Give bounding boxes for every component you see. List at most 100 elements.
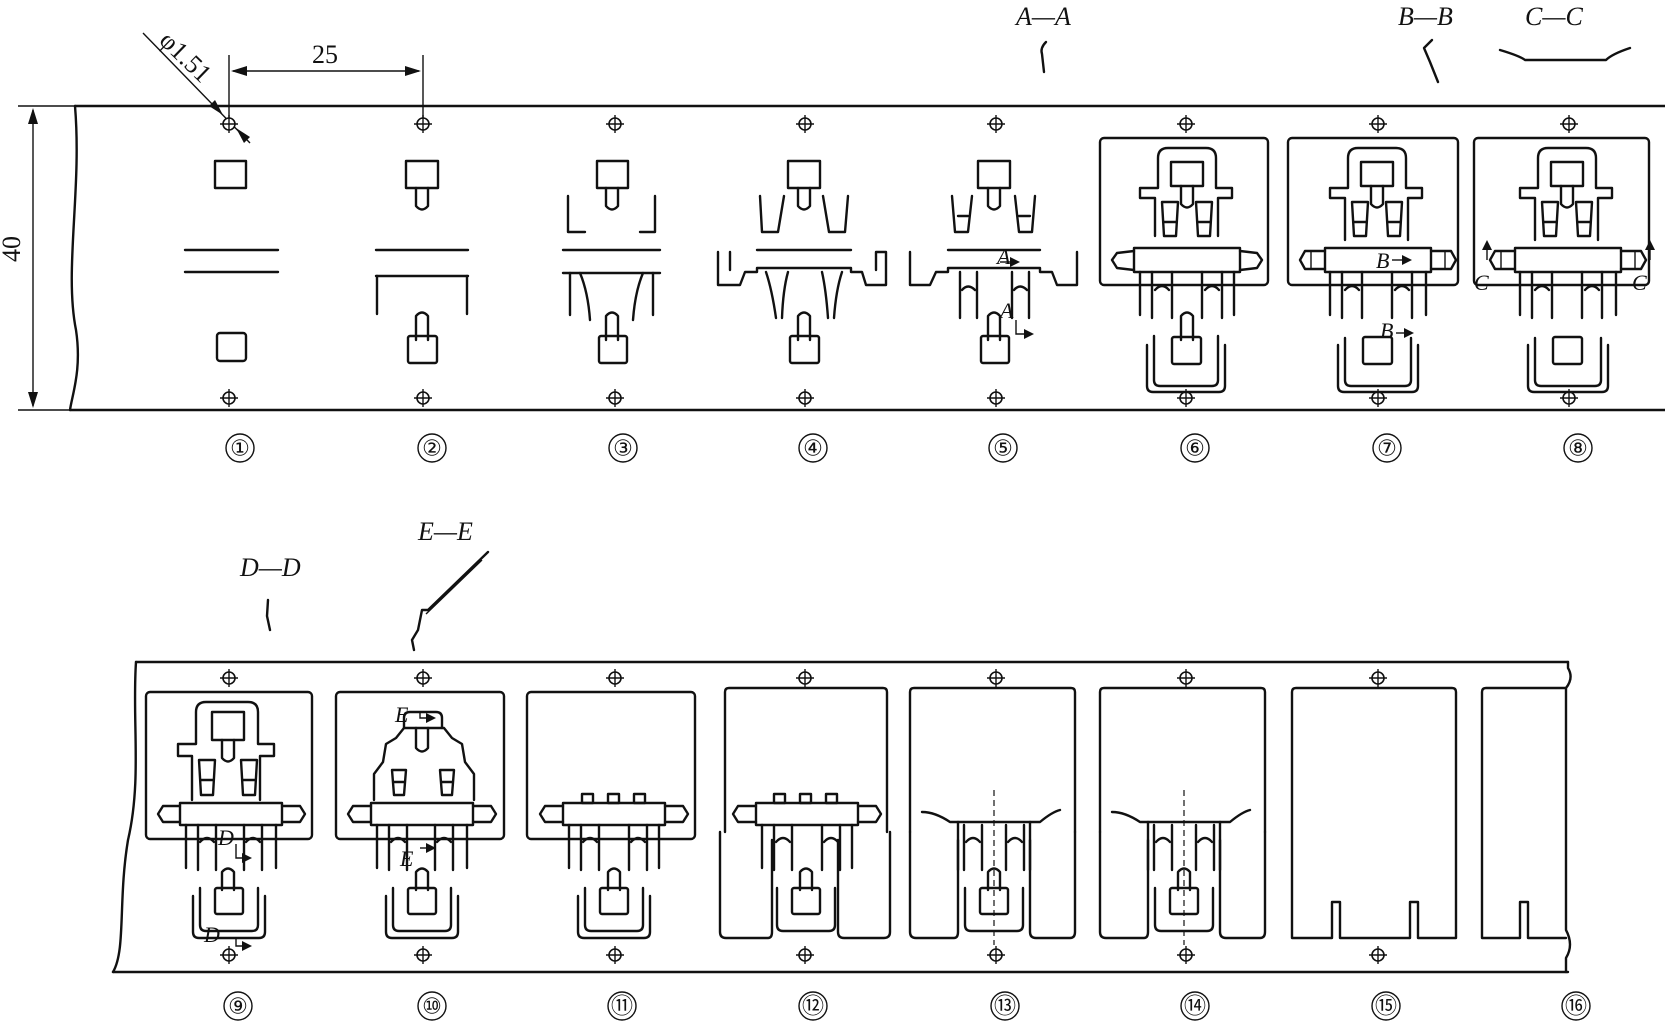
- pilot-hole: [606, 389, 624, 407]
- pilot-hole: [1369, 946, 1387, 964]
- svg-text:④: ④: [803, 436, 823, 461]
- pilot-hole: [220, 669, 238, 687]
- svg-text:⑮: ⑮: [1375, 994, 1397, 1019]
- pilot-hole: [987, 669, 1005, 687]
- svg-text:⑤: ⑤: [993, 436, 1013, 461]
- pilot-hole: [1369, 669, 1387, 687]
- station-9-blank: [144, 690, 314, 940]
- dimension-pitch: 25: [228, 40, 424, 118]
- strip-width-value: 40: [0, 236, 26, 262]
- station-13-blank: [908, 686, 1077, 945]
- pilot-hole: [987, 389, 1005, 407]
- pilot-hole: [1369, 115, 1387, 133]
- svg-text:⑭: ⑭: [1184, 994, 1206, 1019]
- section-markers-top: A A B B C C: [995, 240, 1655, 343]
- station-number-3: ③: [608, 433, 638, 463]
- pilot-holes-bottom: [220, 669, 1387, 964]
- pilot-hole: [1177, 389, 1195, 407]
- station-number-15: ⑮: [1371, 991, 1401, 1021]
- pilot-hole: [414, 115, 432, 133]
- station-number-14: ⑭: [1180, 991, 1210, 1021]
- svg-text:②: ②: [422, 436, 442, 461]
- pilot-hole: [606, 669, 624, 687]
- pilot-hole: [414, 669, 432, 687]
- station-numbers-bottom: ⑨ ⑩ ⑪ ⑫ ⑬ ⑭ ⑮ ⑯: [223, 991, 1591, 1021]
- svg-text:⑫: ⑫: [802, 994, 824, 1019]
- pilot-hole: [796, 669, 814, 687]
- pilot-hole: [796, 115, 814, 133]
- station-numbers-top: ① ② ③ ④ ⑤ ⑥ ⑦ ⑧: [225, 433, 1593, 463]
- station-2-blank: [374, 159, 470, 365]
- station-10-blank: [334, 690, 506, 940]
- pilot-hole: [1177, 669, 1195, 687]
- top-strip: [68, 104, 1665, 412]
- station-6-blank: [1098, 136, 1270, 394]
- station-number-11: ⑪: [607, 991, 637, 1021]
- pilot-hole: [414, 946, 432, 964]
- dimension-strip-width: 40: [0, 105, 75, 411]
- pilot-hole: [987, 946, 1005, 964]
- svg-text:⑥: ⑥: [1185, 436, 1205, 461]
- section-mark-b-upper: B: [1376, 248, 1389, 273]
- station-number-13: ⑬: [990, 991, 1020, 1021]
- section-label-dd: D—D: [239, 553, 301, 582]
- station-15-blank: [1290, 686, 1458, 940]
- bottom-strip: [111, 660, 1572, 974]
- station-number-8: ⑧: [1563, 433, 1593, 463]
- pilot-hole: [606, 115, 624, 133]
- station-14-blank: [1098, 686, 1267, 945]
- pitch-value: 25: [312, 40, 338, 69]
- svg-text:⑯: ⑯: [1565, 994, 1587, 1019]
- pilot-hole: [220, 389, 238, 407]
- pilot-hole-value: φ1.51: [154, 25, 218, 88]
- pilot-hole: [606, 946, 624, 964]
- pilot-hole: [414, 389, 432, 407]
- station-number-4: ④: [798, 433, 828, 463]
- svg-text:⑩: ⑩: [422, 994, 442, 1019]
- pilot-hole: [1369, 389, 1387, 407]
- section-label-cc: C—C: [1525, 2, 1583, 31]
- section-label-bb: B—B: [1398, 2, 1453, 31]
- station-number-6: ⑥: [1180, 433, 1210, 463]
- section-mark-c-right: C: [1632, 270, 1647, 295]
- station-8-blank: [1472, 136, 1651, 394]
- section-mark-e-upper: E: [394, 702, 409, 727]
- station-number-2: ②: [417, 433, 447, 463]
- svg-text:⑦: ⑦: [1377, 436, 1397, 461]
- station-4-blank: [716, 159, 888, 365]
- section-mark-d-upper: D: [217, 825, 234, 850]
- section-markers-bottom: D D E E: [203, 702, 436, 951]
- section-label-aa: A—A: [1014, 2, 1071, 31]
- station-number-16: ⑯: [1561, 991, 1591, 1021]
- pilot-holes-top: [220, 115, 1578, 407]
- station-5-blank: [908, 159, 1079, 365]
- station-number-12: ⑫: [798, 991, 828, 1021]
- svg-text:⑬: ⑬: [994, 994, 1016, 1019]
- section-mark-a-upper: A: [995, 244, 1011, 269]
- svg-text:⑨: ⑨: [228, 994, 248, 1019]
- pilot-hole: [796, 946, 814, 964]
- station-1-blank: [183, 159, 280, 363]
- svg-text:③: ③: [613, 436, 633, 461]
- station-number-10: ⑩: [417, 991, 447, 1021]
- pilot-hole: [1177, 115, 1195, 133]
- section-views-top: A—A B—B C—C: [1014, 2, 1632, 84]
- pilot-hole: [1560, 115, 1578, 133]
- section-views-bottom: D—D E—E: [239, 517, 490, 652]
- station-number-7: ⑦: [1372, 433, 1402, 463]
- station-7-blank: [1286, 136, 1460, 394]
- station-12-blank: [718, 686, 892, 940]
- pilot-hole: [220, 946, 238, 964]
- section-mark-e-lower: E: [399, 846, 414, 871]
- pilot-hole: [987, 115, 1005, 133]
- station-number-1: ①: [225, 433, 255, 463]
- station-number-9: ⑨: [223, 991, 253, 1021]
- station-3-blank: [561, 159, 662, 365]
- pilot-hole: [220, 115, 238, 133]
- section-mark-b-lower: B: [1380, 318, 1393, 343]
- section-label-ee: E—E: [417, 517, 473, 546]
- section-mark-d-lower: D: [203, 922, 220, 947]
- svg-text:⑪: ⑪: [611, 994, 633, 1019]
- pilot-hole: [1177, 946, 1195, 964]
